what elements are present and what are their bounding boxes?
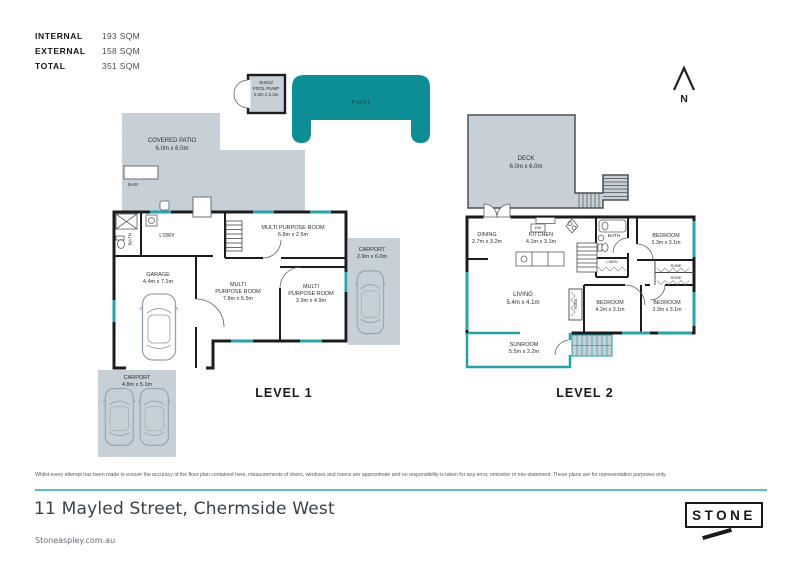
dishwasher-label: DW [534, 225, 542, 230]
area-value: 193 SQM [102, 31, 141, 41]
room-label-mpr-top: MULTI PURPOSE ROOM 6.8m x 2.5m [261, 225, 325, 239]
room-label-garage: GARAGE 4.4m x 7.1m [142, 272, 174, 286]
level2-doors [554, 237, 666, 356]
room-label-bath-l1: BATH [128, 232, 134, 246]
room-label-mpr-right: MULTI PURPOSE ROOM 3.9m x 4.9m [288, 284, 334, 305]
deck-area [467, 114, 629, 209]
room-label-living: LIVING 5.4m x 4.1m [506, 292, 540, 306]
disclaimer-text: Whilst every attempt has been made to en… [35, 472, 667, 478]
level2-interior-walls [467, 217, 694, 333]
area-label: INTERNAL [35, 31, 83, 41]
area-row-total: TOTAL 351 SQM [35, 61, 140, 71]
level2-stairs [576, 242, 598, 273]
level2-plan [465, 114, 696, 369]
level1-interior-walls [114, 213, 346, 368]
north-arrow-icon [672, 65, 696, 91]
carport-front-area [98, 370, 176, 457]
room-label-linen: LINEN [606, 260, 618, 264]
covered-patio-area [122, 113, 305, 215]
kitchen-fixtures [515, 217, 579, 267]
room-label-bedroom-top: BEDROOM 3.3m x 3.1m [651, 233, 681, 246]
area-summary: INTERNAL 193 SQM EXTERNAL 158 SQM TOTAL … [35, 31, 140, 76]
deck-stairs [578, 178, 628, 208]
stone-logo: STONE [685, 502, 763, 528]
pool-shape [292, 75, 430, 143]
level2-ext-stairs [571, 334, 613, 357]
level2-walls [465, 215, 696, 335]
room-label-shed: SHED/ POOL PUMP 2.3m x 2.3m [252, 80, 280, 97]
shed-structure [233, 73, 287, 115]
room-label-robe-b: ROBE [670, 276, 682, 280]
room-label-bedroom-mid: BEDROOM 4.2m x 3.1m [595, 300, 625, 313]
area-label: TOTAL [35, 61, 66, 71]
area-value: 351 SQM [102, 61, 141, 71]
room-label-dining: DINING 2.7m x 3.2m [471, 232, 503, 246]
room-label-robe-a: ROBE [670, 263, 682, 268]
room-label-sunroom: SUNROOM 5.5m x 2.2m [508, 342, 540, 356]
area-row-external: EXTERNAL 158 SQM [35, 46, 140, 56]
room-label-bath-l2: BATH [607, 233, 621, 239]
closet-doors [570, 266, 690, 317]
bar-counter [123, 165, 159, 180]
carport-side-area [348, 238, 400, 345]
area-row-internal: INTERNAL 193 SQM [35, 31, 140, 41]
north-label: N [680, 93, 688, 105]
property-address: 11 Mayled Street, Chermside West [34, 499, 335, 519]
room-label-robe-c: ROBE [574, 298, 578, 310]
level2-windows [465, 221, 696, 335]
room-label-bar: BAR [128, 183, 138, 188]
room-label-pool: POOL [351, 100, 373, 106]
room-label-laundry: L'DRY [159, 233, 175, 239]
room-label-mpr-center: MULTI PURPOSE ROOM 7.8m x 5.5m [215, 282, 261, 303]
level2-title: LEVEL 2 [556, 386, 614, 400]
room-label-kitchen: KITCHEN 4.1m x 3.1m [525, 232, 557, 246]
level1-stairs [225, 220, 243, 252]
level2-bath-fixtures [597, 219, 627, 252]
level1-bath-fixtures [115, 213, 158, 249]
level1-windows [112, 210, 348, 343]
level1-doors [195, 239, 302, 328]
area-value: 158 SQM [102, 46, 141, 56]
level2-robe-walls [654, 260, 694, 285]
room-label-covered-patio: COVERED PATIO 6.0m x 6.0m [147, 138, 197, 152]
room-label-carport-side: CARPORT 2.9m x 6.0m [356, 247, 388, 261]
agency-website: Stoneaspley.com.au [35, 536, 116, 545]
entry-porch [192, 196, 212, 218]
level1-walls [112, 210, 348, 370]
deck-doors [483, 203, 511, 218]
footer-divider [35, 489, 767, 491]
room-label-bedroom-right: BEDROOM 3.3m x 3.1m [652, 300, 682, 313]
level1-title: LEVEL 1 [255, 386, 313, 400]
room-label-carport-front: CARPORT 4.8m x 5.1m [121, 375, 153, 389]
level1-plan [98, 73, 430, 457]
area-label: EXTERNAL [35, 46, 86, 56]
room-label-deck: DECK 6.0m x 6.0m [509, 156, 543, 170]
robe-strip [568, 288, 583, 321]
